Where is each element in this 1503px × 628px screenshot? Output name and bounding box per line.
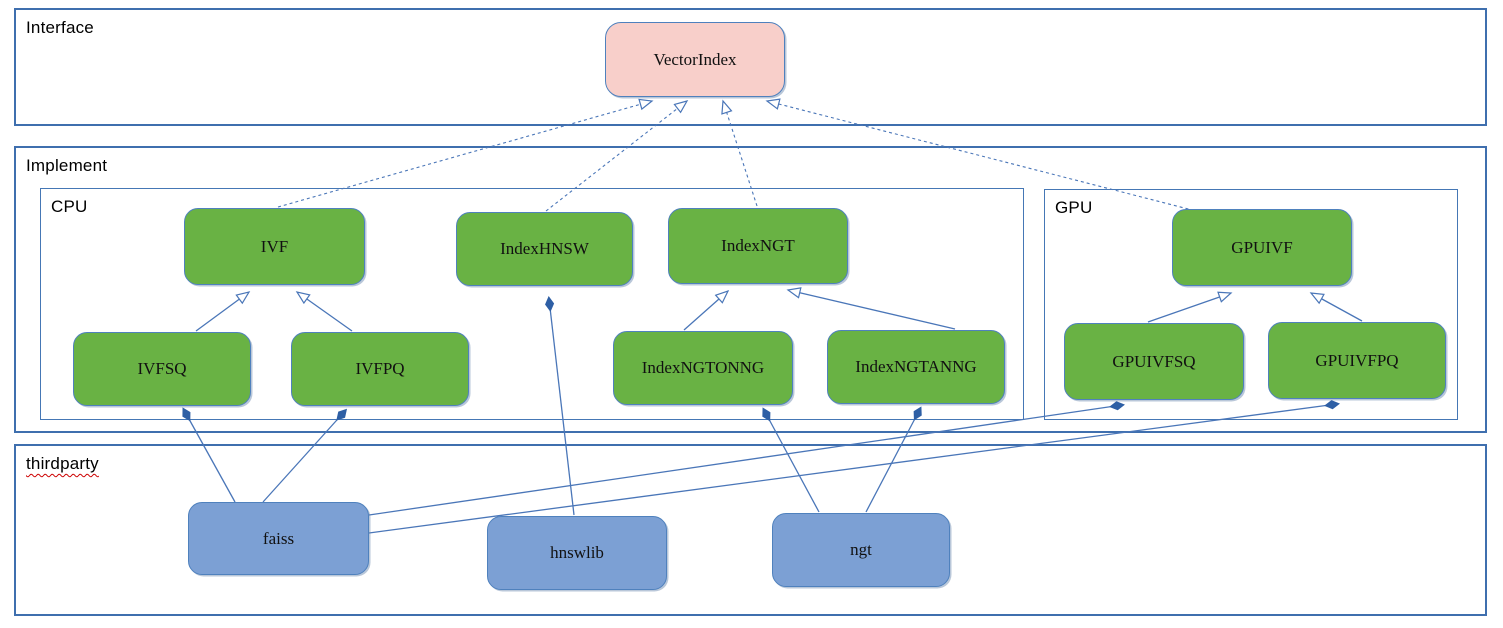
container-implement-label: Implement <box>26 156 108 175</box>
node-indexngtanng: IndexNGTANNG <box>827 330 1005 404</box>
node-indexhnsw: IndexHNSW <box>456 212 633 286</box>
container-thirdparty-label: thirdparty <box>26 454 99 473</box>
container-cpu-label: CPU <box>51 197 88 216</box>
node-vectorindex: VectorIndex <box>605 22 785 97</box>
node-faiss-label: faiss <box>262 528 295 548</box>
node-hnswlib-label: hnswlib <box>550 543 604 562</box>
node-ivfpq: IVFPQ <box>291 332 469 406</box>
node-indexngt-label: IndexNGT <box>721 236 795 255</box>
node-ngt: ngt <box>772 513 950 587</box>
node-gpuivf-label: GPUIVF <box>1231 237 1293 257</box>
node-ivfsq-label: IVFSQ <box>137 359 187 378</box>
node-gpuivfpq-label: GPUIVFPQ <box>1315 350 1399 370</box>
node-faiss: faiss <box>188 502 369 575</box>
node-gpuivfpq: GPUIVFPQ <box>1268 322 1446 399</box>
node-gpuivfsq: GPUIVFSQ <box>1064 323 1244 400</box>
container-gpu-label: GPU <box>1055 198 1093 217</box>
node-vectorindex-label: VectorIndex <box>653 49 737 69</box>
node-ivfpq-label: IVFPQ <box>355 359 405 378</box>
node-indexngtonng-label: IndexNGTONNG <box>641 358 765 377</box>
node-ivf-label: IVF <box>260 236 289 256</box>
node-ivf: IVF <box>184 208 365 285</box>
node-indexngtonng: IndexNGTONNG <box>613 331 793 405</box>
node-indexngt: IndexNGT <box>668 208 848 284</box>
node-hnswlib: hnswlib <box>487 516 667 590</box>
node-indexhnsw-label: IndexHNSW <box>500 239 589 258</box>
container-interface-label: Interface <box>26 18 94 37</box>
node-gpuivfsq-label: GPUIVFSQ <box>1112 351 1196 371</box>
node-gpuivf: GPUIVF <box>1172 209 1352 286</box>
node-ngt-label: ngt <box>850 540 872 559</box>
node-ivfsq: IVFSQ <box>73 332 251 406</box>
node-indexngtanng-label: IndexNGTANNG <box>855 357 977 376</box>
